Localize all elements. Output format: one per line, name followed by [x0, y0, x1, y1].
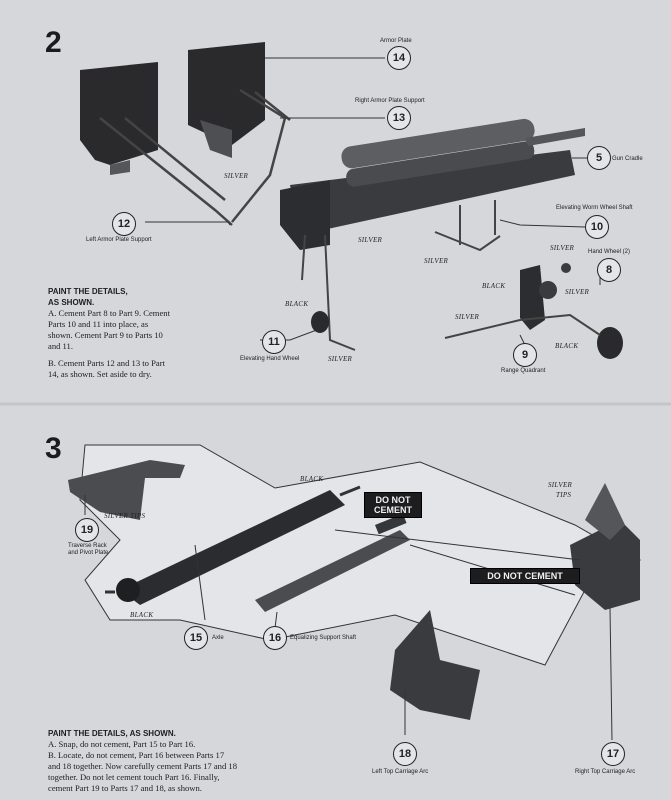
step3-line-b2: and 18 together. Now carefully cement Pa… — [48, 761, 238, 771]
label-armor-plate: Armor Plate — [380, 38, 412, 44]
callout-9: 9 — [513, 343, 537, 367]
worm-wheel-shaft — [434, 200, 501, 252]
callout-17: 17 — [601, 742, 625, 766]
step-3-instructions: PAINT THE DETAILS, AS SHOWN. A. Snap, do… — [48, 728, 378, 794]
callout-13: 13 — [387, 106, 411, 130]
badge-1-line-1: DO NOT — [375, 495, 411, 505]
label-gun-cradle: Gun Cradle — [612, 156, 643, 162]
paint-black-axle-top: BLACK — [300, 475, 324, 483]
callout-16: 16 — [263, 626, 287, 650]
right-armor-plate-brace — [200, 120, 232, 158]
paint-silver-tips-right-2: TIPS — [556, 491, 572, 499]
do-not-cement-badge-2: DO NOT CEMENT — [470, 568, 580, 584]
step-2-number: 2 — [45, 26, 62, 59]
callout-5: 5 — [587, 146, 611, 170]
paint-black-handwheel: BLACK — [285, 300, 309, 308]
label-axle: Axle — [212, 635, 224, 641]
label-right-top-carriage-arc: Right Top Carriage Arc — [575, 769, 636, 775]
callout-10: 10 — [585, 215, 609, 239]
left-armor-plate — [80, 62, 158, 165]
paint-silver-elevating: SILVER — [328, 355, 353, 363]
step3-line-b1: B. Locate, do not cement, Part 16 betwee… — [48, 750, 225, 760]
step2-heading-2: AS SHOWN. — [48, 298, 95, 307]
range-quadrant-body — [520, 265, 545, 330]
label-range-quadrant: Range Quadrant — [501, 368, 546, 374]
step3-line-a: A. Snap, do not cement, Part 15 to Part … — [48, 739, 196, 749]
step2-line-a2: Parts 10 and 11 into place, as — [48, 319, 149, 329]
elevating-shaft — [301, 234, 356, 351]
step2-line-a3: shown. Cement Part 9 to Parts 10 — [48, 330, 163, 340]
left-carriage-arc-drawing — [390, 610, 480, 720]
step2-line-a4: and 11. — [48, 341, 73, 351]
label-elevating-worm-wheel-shaft: Elevating Worm Wheel Shaft — [556, 205, 633, 211]
step2-heading-1: PAINT THE DETAILS, — [48, 287, 128, 296]
badge-1-line-2: CEMENT — [374, 505, 412, 515]
gun-cradle-body — [290, 150, 575, 235]
range-quadrant-knob — [561, 263, 571, 273]
range-quadrant-gear — [539, 281, 557, 299]
step3-line-b3: together. Do not let cement touch Part 1… — [48, 772, 220, 782]
elevating-hand-wheel-drawing — [311, 311, 329, 333]
callout-12: 12 — [112, 212, 136, 236]
left-armor-plate-foot — [110, 160, 130, 175]
hand-wheel-drawing — [597, 327, 623, 359]
gun-barrel-bottom — [346, 141, 535, 187]
step-3-number: 3 — [45, 432, 62, 465]
label-elevating-hand-wheel: Elevating Hand Wheel — [240, 356, 300, 362]
do-not-cement-badge-1: DO NOT CEMENT — [364, 492, 422, 518]
right-carriage-arc-sector — [585, 483, 625, 540]
step-2-instructions: PAINT THE DETAILS, AS SHOWN. A. Cement P… — [48, 286, 248, 380]
paint-silver-tips-left: SILVER TIPS — [104, 512, 146, 520]
step3-line-b4: cement Part 19 to Parts 17 and 18, as sh… — [48, 783, 202, 793]
right-armor-plate — [188, 42, 265, 145]
gun-barrel-tip — [525, 128, 585, 146]
traverse-rack-plate — [68, 460, 185, 520]
callout-14: 14 — [387, 46, 411, 70]
label-equalizing-support-shaft: Equalizing Support Shaft — [290, 635, 357, 641]
callout-15: 15 — [184, 626, 208, 650]
right-carriage-arc-drawing — [570, 520, 640, 610]
range-linkage — [444, 313, 601, 339]
step2-line-b2: 14, as shown. Set aside to dry. — [48, 369, 152, 379]
paint-black-quadrant: BLACK — [482, 282, 506, 290]
paint-black-axle-bottom: BLACK — [130, 611, 154, 619]
paint-silver-tips-right-1: SILVER — [548, 481, 573, 489]
axle-hub — [116, 578, 140, 602]
paint-silver-shaft: SILVER — [424, 257, 449, 265]
callout-11: 11 — [262, 330, 286, 354]
step2-line-b1: B. Cement Parts 12 and 13 to Part — [48, 358, 165, 368]
step2-line-a1: A. Cement Part 8 to Part 9. Cement — [48, 308, 170, 318]
callout-19: 19 — [75, 518, 99, 542]
gun-barrel-top — [341, 118, 535, 169]
paint-silver-linkage: SILVER — [455, 313, 480, 321]
callout-8: 8 — [597, 258, 621, 282]
paint-silver-quadrant-side: SILVER — [565, 288, 590, 296]
paint-black-hand-wheel: BLACK — [555, 342, 579, 350]
paint-silver-quadrant-top: SILVER — [550, 244, 575, 252]
callout-18: 18 — [393, 742, 417, 766]
label-right-armor-plate-support: Right Armor Plate Support — [355, 98, 425, 104]
axle-drawing — [120, 490, 345, 605]
step3-heading: PAINT THE DETAILS, AS SHOWN. — [48, 729, 176, 738]
label-hand-wheel: Hand Wheel (2) — [588, 249, 631, 255]
gun-cradle-breech — [280, 180, 330, 250]
label-pivot-plate: and Pivot Plate — [68, 550, 109, 556]
label-left-top-carriage-arc: Left Top Carriage Arc — [372, 769, 429, 775]
paint-silver-supports: SILVER — [224, 172, 249, 180]
equalizing-shaft-drawing — [255, 530, 410, 612]
paint-silver-cradle: SILVER — [358, 236, 383, 244]
armor-support-rods — [99, 88, 291, 226]
label-left-armor-plate-support: Left Armor Plate Support — [86, 237, 152, 243]
label-traverse-rack: Traverse Rack — [68, 543, 107, 549]
